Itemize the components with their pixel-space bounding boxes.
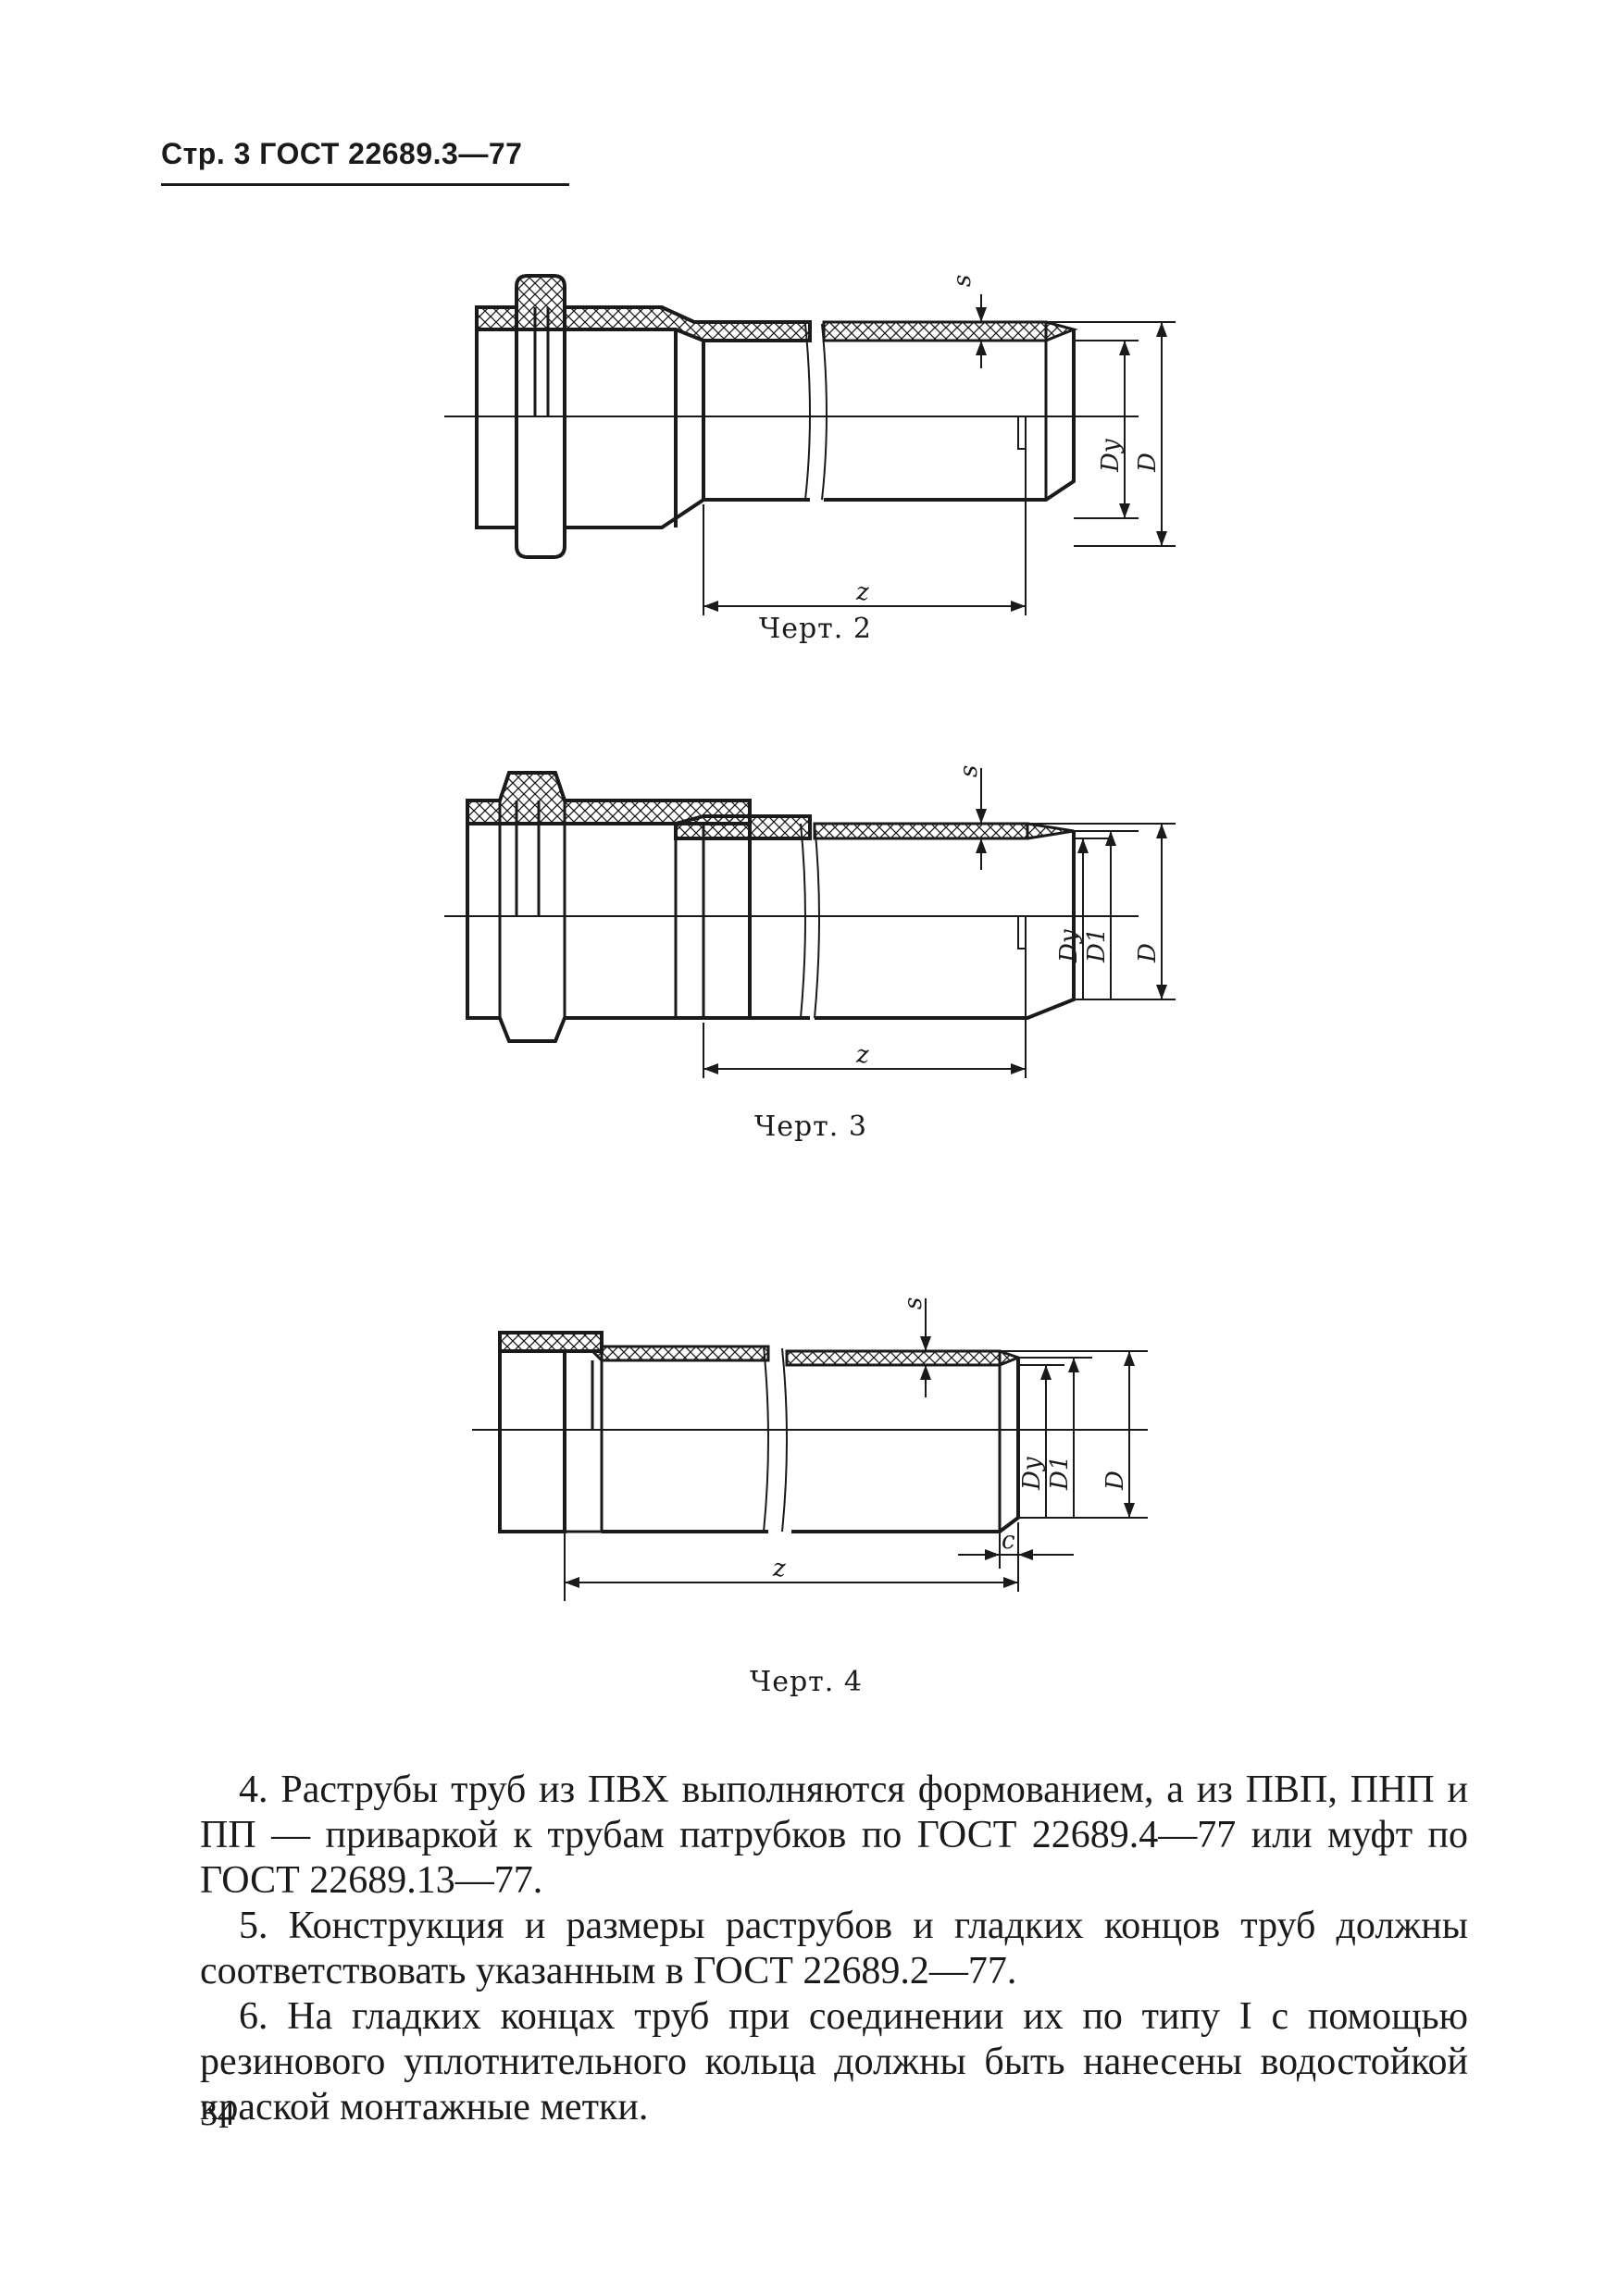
label-d-3: D bbox=[1134, 943, 1162, 963]
label-z-4: z bbox=[772, 1555, 786, 1582]
body-text: 4. Раструбы труб из ПВХ выполняются форм… bbox=[200, 1768, 1468, 2130]
label-z-3: z bbox=[855, 1041, 869, 1069]
paragraph-6: 6. На гладких концах труб при соединении… bbox=[200, 1995, 1468, 2128]
label-s-4: s bbox=[900, 1297, 927, 1309]
label-dy-4: Dy bbox=[1018, 1457, 1046, 1491]
drawing-2: s Dy D z bbox=[444, 274, 1176, 615]
paragraph-5: 5. Конструкция и размеры раструбов и гла… bbox=[200, 1905, 1468, 1992]
label-dy-2: Dy bbox=[1097, 439, 1125, 473]
drawing-4: s Dy D1 D c z bbox=[472, 1297, 1148, 1601]
page-number: 34 bbox=[200, 2094, 235, 2133]
label-dy-3: Dy bbox=[1055, 929, 1083, 963]
label-z-2: z bbox=[855, 578, 869, 606]
caption-3: Черт. 3 bbox=[754, 1111, 867, 1143]
drawing-3: s Dy D1 D z bbox=[444, 765, 1176, 1078]
label-c-4: c bbox=[1002, 1527, 1015, 1555]
label-d1-4: D1 bbox=[1046, 1456, 1074, 1491]
caption-2: Черт. 2 bbox=[759, 613, 872, 645]
label-d1-3: D1 bbox=[1083, 928, 1111, 963]
label-s-3: s bbox=[955, 765, 983, 777]
label-s-2: s bbox=[949, 275, 977, 287]
header-rule bbox=[161, 183, 569, 186]
page-header: Стр. 3 ГОСТ 22689.3—77 bbox=[161, 137, 523, 170]
paragraph-4: 4. Раструбы труб из ПВХ выполняются форм… bbox=[200, 1769, 1468, 1902]
label-d-4: D bbox=[1101, 1471, 1129, 1491]
caption-4: Черт. 4 bbox=[750, 1666, 863, 1698]
label-d-2: D bbox=[1134, 453, 1162, 473]
